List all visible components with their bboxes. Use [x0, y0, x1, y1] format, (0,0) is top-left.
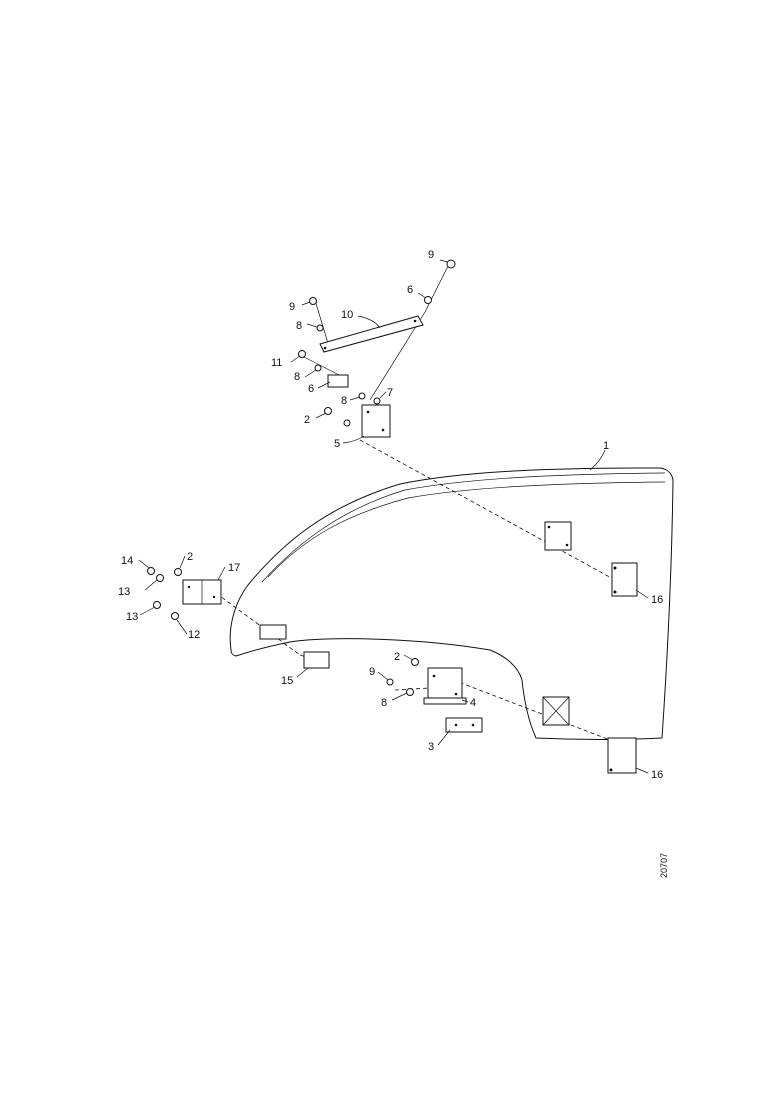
bracket-16-lower	[607, 737, 637, 774]
callout-2-bottom: 2	[394, 651, 400, 663]
bracket-17	[182, 579, 222, 605]
callout-14: 14	[121, 555, 133, 567]
callout-11: 11	[271, 357, 282, 369]
bracket-16-upper	[611, 562, 638, 597]
callout-15: 15	[281, 675, 293, 687]
assembly-lines	[204, 261, 616, 741]
callout-17: 17	[228, 562, 240, 574]
callout-8-upper: 8	[296, 320, 302, 332]
bracket-15	[303, 651, 330, 669]
bracket-3	[445, 717, 483, 733]
clip-6	[327, 374, 349, 388]
bracket-4	[423, 667, 467, 705]
callout-3: 3	[428, 741, 434, 753]
callout-1: 1	[603, 440, 609, 452]
fasteners	[147, 259, 456, 696]
inner-mounting-plate-front	[259, 624, 287, 640]
callout-9-bottom: 9	[369, 666, 375, 678]
callout-6-middle: 6	[308, 383, 314, 395]
strut-10	[319, 315, 424, 353]
callout-2-top: 2	[304, 414, 310, 426]
callout-16-upper: 16	[651, 594, 663, 606]
callout-8-middle: 8	[294, 371, 300, 383]
callout-4: 4	[470, 697, 476, 709]
callout-16-lower: 16	[651, 769, 663, 781]
callout-5: 5	[334, 438, 340, 450]
callout-7: 7	[387, 387, 393, 399]
callout-labels: 1 9 6 9 8 10 11 8 6 8 7 2 5 14 2 17 13 1…	[118, 249, 663, 781]
callout-6-top: 6	[407, 284, 413, 296]
callout-8-lower: 8	[341, 395, 347, 407]
callout-10: 10	[341, 309, 353, 321]
callout-8-bottom: 8	[381, 697, 387, 709]
callout-2-left: 2	[187, 551, 193, 563]
bracket-5	[361, 404, 391, 438]
leader-lines	[138, 259, 649, 774]
callout-13-upper: 13	[118, 586, 130, 598]
callout-12: 12	[188, 629, 200, 641]
callout-13-lower: 13	[126, 611, 138, 623]
inner-mounting-plate-upper	[544, 521, 572, 551]
drawing-reference-number: 20707	[659, 853, 669, 878]
callout-9-top: 9	[428, 249, 434, 261]
inner-mounting-plate-lower	[542, 696, 570, 726]
fender-panel	[229, 467, 674, 740]
callout-9-left: 9	[289, 301, 295, 313]
